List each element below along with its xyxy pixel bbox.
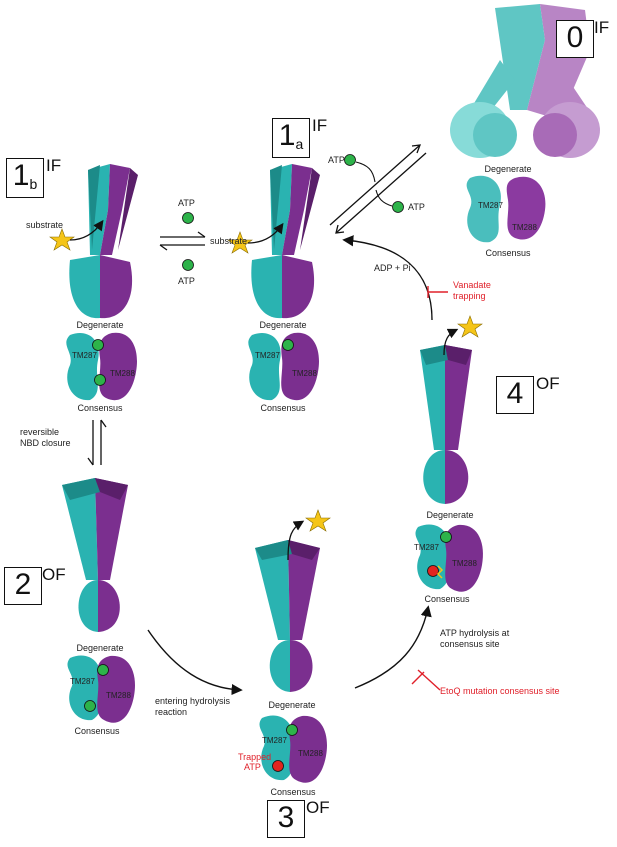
hydrolysis-label-line1: ATP hydrolysis at [440,628,510,638]
state-1a-transporter [251,164,320,319]
substrate-star-1b [49,228,75,251]
substrate-star-4 [457,315,483,338]
substrate-release-arrow-4 [443,328,459,356]
state-1a-substrate-label: substrate [210,236,248,246]
state-1a-conformation: IF [312,116,328,135]
state-1b-conformation: IF [46,156,62,175]
state-2-number: 2 [14,568,32,601]
state-2-nbd-top-view [67,655,135,723]
entering-label-line1: entering hydrolysis [155,696,231,706]
entering-label-line2: reaction [155,707,188,717]
state-0-number: 0 [566,21,584,54]
state-0-consensus-label: Consensus [485,248,531,258]
adp-pi-label: ADP + Pi [374,263,411,273]
etoq-label: EtoQ mutation consensus site [440,686,560,696]
trapped-atp-label-line1: Trapped [238,752,272,762]
state-3-number: 3 [277,801,295,834]
state-2-box: 2 [4,567,42,605]
state-1a-consensus-label: Consensus [260,403,306,413]
vanadate-inhibition-mark [427,286,448,298]
state-3-consensus-label: Consensus [270,787,316,797]
state-1a-subscript: a [295,136,304,152]
state-4-tm288-label: TM288 [452,559,477,568]
state-4-nbd-top-view [415,524,483,592]
state-2-transporter [62,478,128,632]
state-1a-number: 1 [278,119,296,152]
state-3-transporter [255,540,320,692]
state-1a-tm287-label: TM287 [255,351,280,360]
state-4-number: 4 [506,377,524,410]
state-1b-tm288-label: TM288 [110,369,135,378]
state-1a-nbd-top-view [248,332,319,401]
atp-label-1a-0-left: ATP [328,155,345,165]
state-1b-substrate-label: substrate [26,220,64,230]
reversible-label-line1: reversible [20,427,60,437]
equilibrium-1b-2 [87,419,107,466]
state-4-transporter [420,345,472,504]
state-0-tm287-label: TM287 [478,201,503,210]
state-2-conformation: OF [42,565,66,584]
state-2-degenerate-label: Degenerate [76,643,124,653]
state-0-conformation: IF [594,18,610,37]
atp-label-1a-0-right: ATP [408,202,425,212]
arrow-3-to-4 [354,605,432,689]
state-1a-degenerate-label: Degenerate [259,320,307,330]
state-2-tm288-label: TM288 [106,691,131,700]
state-1a-box: 1a [272,118,310,158]
arrow-2-to-3 [147,629,243,696]
state-1b-degenerate-label: Degenerate [76,320,124,330]
state-0-degenerate-label: Degenerate [484,164,532,174]
hydrolysis-label-line2: consensus site [440,639,500,649]
state-0-box: 0 [556,20,594,58]
state-0-tm288-label: TM288 [512,223,537,232]
substrate-star-1a [227,231,253,254]
state-4-conformation: OF [536,374,560,393]
state-4-degenerate-label: Degenerate [426,510,474,520]
substrate-star-3 [305,509,331,532]
equilibrium-1a-0 [329,144,427,234]
trapped-atp-label-line2: ATP [244,762,261,772]
etoq-inhibition-mark [411,669,441,691]
atp-label-1b-1a-top: ATP [178,198,195,208]
state-0-nbd-top-view [466,175,546,243]
state-1b-subscript: b [29,176,38,192]
substrate-release-arrow-3 [287,520,305,561]
state-3-tm288-label: TM288 [298,749,323,758]
state-1b-number: 1 [12,159,30,192]
state-3-box: 3 [267,800,305,838]
equilibrium-1b-1a [159,212,206,271]
state-2-tm287-label: TM287 [70,677,95,686]
reversible-label-line2: NBD closure [20,438,71,448]
state-3-conformation: OF [306,798,330,817]
state-1b-transporter [69,164,138,319]
arrow-4-to-1a [342,235,433,321]
state-2-consensus-label: Consensus [74,726,120,736]
state-1b-box: 1b [6,158,44,198]
substrate-arrow-1b [69,219,104,241]
state-4-tm287-label: TM287 [414,543,439,552]
atp-label-1b-1a-bottom: ATP [178,276,195,286]
state-3-nbd-top-view [259,715,327,783]
state-1b-nbd-top-view [66,332,137,401]
substrate-arrow-1a [247,222,284,244]
vanadate-label-line2: trapping [453,291,486,301]
state-3-degenerate-label: Degenerate [268,700,316,710]
state-1b-consensus-label: Consensus [77,403,123,413]
state-1b-tm287-label: TM287 [72,351,97,360]
state-1a-tm288-label: TM288 [292,369,317,378]
state-4-consensus-label: Consensus [424,594,470,604]
vanadate-label-line1: Vanadate [453,280,491,290]
state-3-tm287-label: TM287 [262,736,287,745]
state-4-box: 4 [496,376,534,414]
